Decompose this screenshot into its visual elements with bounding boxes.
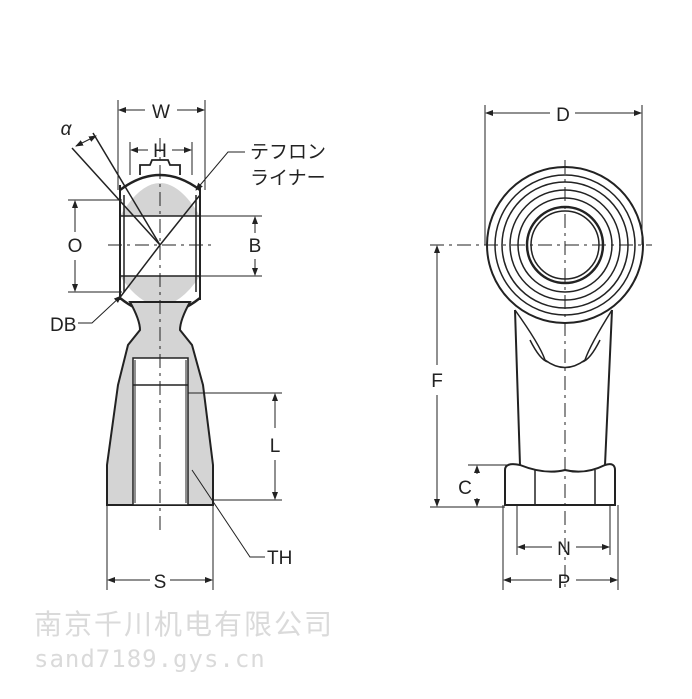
dim-d-label: D: [556, 105, 570, 126]
dim-f-label: F: [431, 371, 443, 392]
dim-db-label: DB: [50, 315, 76, 336]
dim-o-label: O: [68, 236, 83, 257]
dim-n-label: N: [557, 539, 571, 560]
dim-h-label: H: [153, 141, 167, 162]
dim-s-label: S: [154, 572, 167, 593]
teflon-liner-label-1: テフロン: [250, 141, 326, 163]
alpha-label: α: [61, 119, 73, 140]
dim-th-label: TH: [267, 548, 292, 569]
front-view: [430, 105, 652, 590]
watermark-site: sand7189.gys.cn: [34, 645, 266, 673]
dim-p-label: P: [558, 572, 571, 593]
teflon-liner-label-2: ライナー: [250, 167, 326, 189]
dim-b-label: B: [249, 236, 262, 257]
dim-l-label: L: [270, 436, 281, 457]
dim-w-label: W: [152, 102, 170, 123]
side-view: [68, 100, 282, 590]
watermark-company: 南京千川机电有限公司: [34, 608, 335, 641]
dim-c-label: C: [458, 478, 472, 499]
